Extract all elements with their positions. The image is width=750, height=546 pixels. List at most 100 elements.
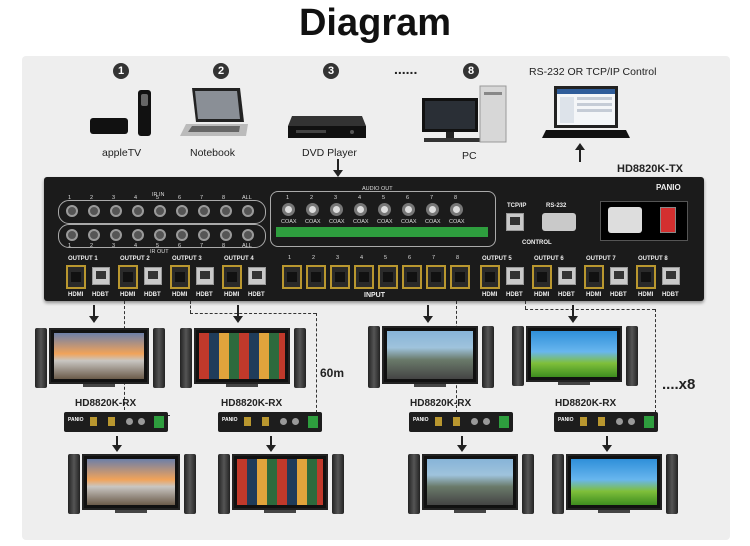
hdbt-output-port[interactable] [248,267,266,285]
power-switch[interactable] [660,207,676,233]
rx-hdbt-port[interactable] [435,417,442,426]
tcpip-port[interactable] [506,213,524,231]
rx-hdbt-port[interactable] [244,417,251,426]
coax-jack[interactable] [354,203,367,216]
hdbt-output-port[interactable] [144,267,162,285]
output-label: OUTPUT 8 [638,256,668,262]
ir-out-jack[interactable] [154,229,166,241]
rx-ir-jack[interactable] [280,418,287,425]
ir-out-jack[interactable] [176,229,188,241]
hdmi-output-port[interactable] [66,265,86,289]
speaker [368,326,380,388]
rx-terminal-block[interactable] [499,416,509,428]
rx-hdmi-port[interactable] [598,417,605,426]
ir-in-jack[interactable] [242,205,254,217]
ir-in-jack[interactable] [220,205,232,217]
ir-number: 5 [156,195,160,201]
rx-ir-jack[interactable] [126,418,133,425]
hdbt-output-port[interactable] [662,267,680,285]
ir-in-jack[interactable] [88,205,100,217]
rs232-label: RS-232 [546,203,567,209]
coax-jack[interactable] [402,203,415,216]
rx-hdmi-port[interactable] [453,417,460,426]
ir-number: ALL [242,243,252,249]
audio-terminal-block[interactable] [276,227,488,237]
arrow-down-icon [568,305,578,323]
ir-in-jack[interactable] [154,205,166,217]
coax-label: COAX [353,219,369,225]
speaker [666,454,678,514]
power-socket [608,207,642,233]
rx-ir-jack[interactable] [138,418,145,425]
hdmi-output-port[interactable] [532,265,552,289]
tv-screen [237,459,323,505]
coax-jack[interactable] [450,203,463,216]
ir-in-jack[interactable] [66,205,78,217]
rx-hdmi-port[interactable] [108,417,115,426]
hdmi-input-port[interactable] [354,265,374,289]
coax-jack[interactable] [378,203,391,216]
ir-in-jack[interactable] [110,205,122,217]
hdmi-input-port[interactable] [282,265,302,289]
ir-out-jack[interactable] [198,229,210,241]
coax-jack[interactable] [282,203,295,216]
hdmi-input-port[interactable] [330,265,350,289]
rx-terminal-block[interactable] [308,416,318,428]
speaker [552,454,564,514]
coax-label: COAX [449,219,465,225]
hdmi-port-label: HDMI [638,292,654,298]
rx-model-label: HD8820K-RX [221,398,283,409]
ir-in-jack[interactable] [176,205,188,217]
hdmi-input-port[interactable] [426,265,446,289]
hdmi-output-port[interactable] [636,265,656,289]
hdbt-port-label: HDBT [610,292,627,298]
rx-ir-jack[interactable] [628,418,635,425]
tv-display [232,454,328,510]
hdmi-output-port[interactable] [170,265,190,289]
hdmi-output-port[interactable] [480,265,500,289]
arrow-down-icon [423,305,433,323]
hdbt-output-port[interactable] [610,267,628,285]
hdbt-output-port[interactable] [558,267,576,285]
tv-screen [87,459,175,505]
rx-terminal-block[interactable] [644,416,654,428]
coax-jack[interactable] [306,203,319,216]
rx-ir-jack[interactable] [616,418,623,425]
hdmi-input-port[interactable] [378,265,398,289]
rx-hdbt-port[interactable] [90,417,97,426]
ir-out-jack[interactable] [66,229,78,241]
ir-out-jack[interactable] [110,229,122,241]
rx-hdmi-port[interactable] [262,417,269,426]
hdmi-input-port[interactable] [450,265,470,289]
hdbt-output-port[interactable] [196,267,214,285]
ir-out-jack[interactable] [220,229,232,241]
ir-in-jack[interactable] [198,205,210,217]
rs232-port[interactable] [542,213,576,231]
more-outputs-label: ....x8 [662,376,696,393]
hdbt-cable-line [655,309,656,413]
rx-hdbt-port[interactable] [580,417,587,426]
rx-ir-jack[interactable] [292,418,299,425]
ir-out-jack[interactable] [88,229,100,241]
hdbt-output-port[interactable] [506,267,524,285]
coax-jack[interactable] [330,203,343,216]
hdmi-input-port[interactable] [306,265,326,289]
hdmi-output-port[interactable] [222,265,242,289]
ir-in-jack[interactable] [132,205,144,217]
rx-ir-jack[interactable] [471,418,478,425]
coax-label: COAX [281,219,297,225]
ir-out-jack[interactable] [242,229,254,241]
hdmi-input-port[interactable] [402,265,422,289]
speaker [68,454,80,514]
ir-out-jack[interactable] [132,229,144,241]
coax-jack[interactable] [426,203,439,216]
hdmi-output-port[interactable] [118,265,138,289]
rx-terminal-block[interactable] [154,416,164,428]
hdbt-output-port[interactable] [92,267,110,285]
rx-receiver: PANIO [218,412,322,432]
tv-display [49,328,149,384]
ir-number: 4 [134,195,138,201]
speaker [294,328,306,388]
rx-ir-jack[interactable] [483,418,490,425]
hdmi-output-port[interactable] [584,265,604,289]
